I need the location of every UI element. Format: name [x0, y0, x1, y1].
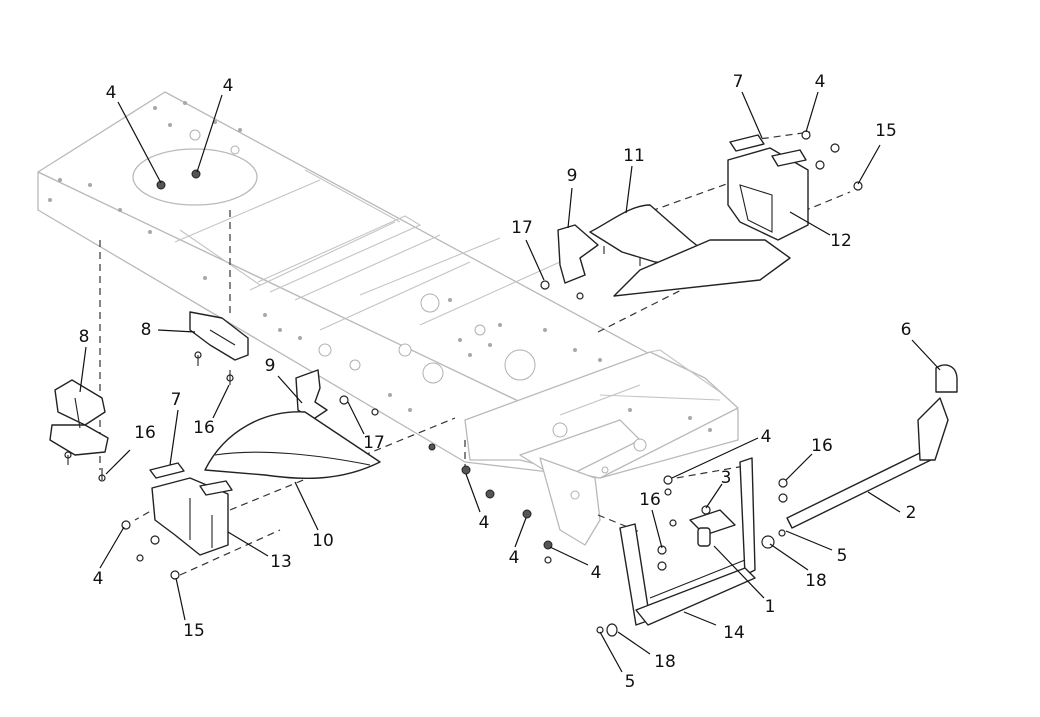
- callout-13: 13: [270, 552, 292, 572]
- callout-2: 2: [906, 503, 917, 523]
- callout-18: 18: [805, 571, 827, 591]
- callout-15: 15: [183, 621, 205, 641]
- callout-16: 16: [193, 418, 215, 438]
- callout-3: 3: [721, 468, 732, 488]
- part-14-rear-hitch-frame: [619, 457, 756, 626]
- callout-5: 5: [625, 672, 636, 692]
- callout-12: 12: [830, 231, 852, 251]
- part-18-lower-washer: [596, 623, 618, 637]
- callout-18: 18: [654, 652, 676, 672]
- part-11-right-footrest: [589, 204, 791, 297]
- part-8-left-bracket: [49, 379, 109, 465]
- part-6-hitch-pin: [935, 364, 958, 393]
- callout-11: 11: [623, 146, 645, 166]
- part-7-left-plate: [149, 462, 185, 479]
- callout-4: 4: [509, 548, 520, 568]
- callout-16: 16: [811, 436, 833, 456]
- callout-4: 4: [761, 427, 772, 447]
- callout-7: 7: [171, 390, 182, 410]
- callout-8: 8: [79, 327, 90, 347]
- callout-4: 4: [591, 563, 602, 583]
- callout-15: 15: [875, 121, 897, 141]
- part-7-right-plate: [729, 134, 765, 152]
- callout-16: 16: [639, 490, 661, 510]
- callout-17: 17: [511, 218, 533, 238]
- callout-4: 4: [93, 569, 104, 589]
- part-13-left-housing: [136, 477, 233, 562]
- callout-labels: 4 4 7 4 15 11 9 17 12 6 8 8 9 7 16 16 17…: [79, 72, 917, 692]
- fasteners: [98, 169, 788, 580]
- part-12-right-housing: [727, 130, 863, 241]
- callout-9: 9: [265, 356, 276, 376]
- callout-7: 7: [733, 72, 744, 92]
- callout-4: 4: [815, 72, 826, 92]
- part-10-left-footrest: [204, 411, 381, 480]
- callout-4: 4: [106, 83, 117, 103]
- callout-5: 5: [837, 546, 848, 566]
- callout-9: 9: [567, 166, 578, 186]
- callout-10: 10: [312, 531, 334, 551]
- leader-lines: [79, 91, 941, 673]
- callout-17: 17: [363, 433, 385, 453]
- callout-8: 8: [141, 320, 152, 340]
- callout-14: 14: [723, 623, 745, 643]
- callout-4: 4: [479, 513, 490, 533]
- part-2-hitch-rod: [761, 397, 949, 549]
- callout-6: 6: [901, 320, 912, 340]
- callout-1: 1: [765, 597, 776, 617]
- part-9-right-bracket: [557, 224, 599, 284]
- callout-16: 16: [134, 423, 156, 443]
- callout-4: 4: [223, 76, 234, 96]
